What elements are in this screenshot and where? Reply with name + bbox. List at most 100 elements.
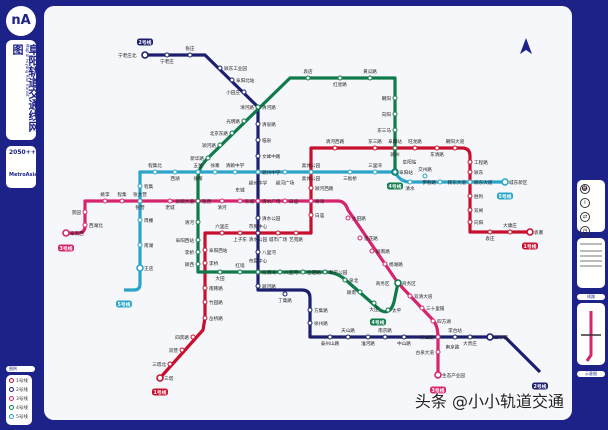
station-label[interactable]: 颍南 xyxy=(347,289,357,296)
station-label[interactable]: 小田庄 xyxy=(226,89,240,96)
station-marker[interactable] xyxy=(345,334,351,340)
station-label[interactable]: 大庄 xyxy=(369,306,379,313)
station-label[interactable]: 张营 xyxy=(135,204,145,211)
station-label[interactable]: 奇湾 xyxy=(315,198,325,205)
station-label[interactable]: 西湖北 xyxy=(89,222,103,229)
station-label[interactable]: 伊春路 xyxy=(422,179,436,186)
station-label[interactable]: 清水公园 xyxy=(262,215,281,222)
station-marker[interactable] xyxy=(367,75,373,81)
station-label[interactable]: 颍州中学 xyxy=(249,180,268,187)
station-label[interactable]: 南京路 xyxy=(378,327,392,334)
station-label[interactable]: 红星路 xyxy=(333,81,347,88)
station-marker[interactable] xyxy=(152,169,158,175)
station-label[interactable]: 合肥路 xyxy=(307,269,321,276)
station-label[interactable]: 新华路 xyxy=(190,155,204,162)
station-label[interactable]: 工程路 xyxy=(474,159,488,166)
station-label[interactable]: 文峰中路 xyxy=(262,153,281,160)
station-marker[interactable] xyxy=(507,229,513,235)
station-marker[interactable] xyxy=(501,178,509,186)
station-label[interactable]: 城东新区 xyxy=(509,179,528,186)
station-label[interactable]: 双营 xyxy=(169,347,179,354)
station-marker[interactable] xyxy=(407,293,413,299)
station-marker[interactable] xyxy=(357,235,363,241)
station-marker[interactable] xyxy=(82,209,88,215)
station-marker[interactable] xyxy=(232,169,238,175)
station-marker[interactable] xyxy=(307,320,313,326)
station-label[interactable]: 程集 xyxy=(144,183,154,190)
station-label[interactable]: 南湖 xyxy=(144,242,154,249)
station-label[interactable]: 淮河路 xyxy=(361,340,375,347)
station-label[interactable]: 大康庄 xyxy=(503,222,517,229)
station-marker[interactable] xyxy=(434,371,442,379)
station-label[interactable]: 莲花路 xyxy=(364,235,378,242)
station-label[interactable]: 红墙 xyxy=(235,262,245,269)
station-label[interactable]: 南韩路 xyxy=(209,285,223,292)
station-label[interactable]: 颍河广场 xyxy=(276,180,295,187)
station-label[interactable]: 城市广场 xyxy=(269,236,288,243)
station-label[interactable]: 白庙 xyxy=(315,212,325,219)
station-marker[interactable] xyxy=(190,334,196,340)
station-marker[interactable] xyxy=(255,121,261,127)
station-marker[interactable] xyxy=(255,198,261,204)
station-label[interactable]: 东城 xyxy=(235,187,245,194)
station-label[interactable]: 颍东大道 xyxy=(474,179,493,186)
station-label[interactable]: 清水公园 xyxy=(249,236,268,243)
station-label[interactable]: 阜阳站 xyxy=(399,169,413,176)
station-label[interactable]: 市民中心 xyxy=(249,223,268,230)
station-marker[interactable] xyxy=(255,153,261,159)
station-label[interactable]: 徐寨 xyxy=(210,162,220,169)
station-label[interactable]: 市民中心 xyxy=(249,258,268,265)
station-marker[interactable] xyxy=(467,169,473,175)
station-marker[interactable] xyxy=(435,334,441,340)
station-label[interactable]: 方集路 xyxy=(314,307,328,314)
station-marker[interactable] xyxy=(205,155,211,161)
station-marker[interactable] xyxy=(241,118,247,124)
station-label[interactable]: 杨湖路 xyxy=(389,261,403,268)
station-label[interactable]: 李桥 xyxy=(185,249,195,256)
station-label[interactable]: 程集北 xyxy=(148,162,162,169)
station-label[interactable]: 颍州中学 xyxy=(262,169,281,176)
station-label[interactable]: 清河路 xyxy=(262,104,276,111)
station-marker[interactable] xyxy=(372,145,378,151)
station-marker[interactable] xyxy=(167,361,173,367)
station-marker[interactable] xyxy=(437,179,443,185)
station-marker[interactable] xyxy=(172,169,178,175)
station-marker[interactable] xyxy=(372,169,378,175)
station-label[interactable]: 三塔北 xyxy=(152,361,166,368)
station-marker[interactable] xyxy=(486,333,494,341)
station-marker[interactable] xyxy=(137,242,143,248)
station-marker[interactable] xyxy=(467,193,473,199)
station-marker[interactable] xyxy=(300,269,306,275)
station-label[interactable]: 袁寨 xyxy=(534,229,544,236)
station-label[interactable]: 岳桥路 xyxy=(209,315,223,322)
station-label[interactable]: 泰州山路 xyxy=(321,340,340,347)
station-label[interactable]: 西湖 xyxy=(170,175,180,182)
station-label[interactable]: 颍河西路 xyxy=(315,185,334,192)
station-label[interactable]: 五星 xyxy=(193,163,203,169)
station-marker[interactable] xyxy=(430,318,436,324)
station-label[interactable]: 张营 xyxy=(202,198,212,205)
station-label[interactable]: 清颖中学 xyxy=(226,162,245,169)
station-label[interactable]: 东三马 xyxy=(377,127,391,134)
station-marker[interactable] xyxy=(255,137,261,143)
station-label[interactable]: 商务区 xyxy=(402,280,416,287)
station-marker[interactable] xyxy=(255,169,261,175)
station-marker[interactable] xyxy=(342,277,348,283)
station-label[interactable]: 大田路 xyxy=(352,215,366,222)
station-marker[interactable] xyxy=(392,95,398,101)
station-marker[interactable] xyxy=(255,104,261,110)
station-marker[interactable] xyxy=(345,215,351,221)
station-label[interactable]: 张大营 xyxy=(133,191,147,198)
station-marker[interactable] xyxy=(327,334,333,340)
station-label[interactable]: 老城 xyxy=(165,204,175,211)
station-marker[interactable] xyxy=(212,169,218,175)
station-label[interactable]: 生态产业园 xyxy=(442,372,465,379)
station-marker[interactable] xyxy=(179,347,185,353)
station-label[interactable]: 和平公园 xyxy=(329,269,348,276)
station-label[interactable]: 程集 xyxy=(117,191,127,198)
station-marker[interactable] xyxy=(385,307,391,313)
station-marker[interactable] xyxy=(275,230,281,236)
station-label[interactable]: 袁店 xyxy=(303,68,313,75)
station-marker[interactable] xyxy=(308,198,314,204)
